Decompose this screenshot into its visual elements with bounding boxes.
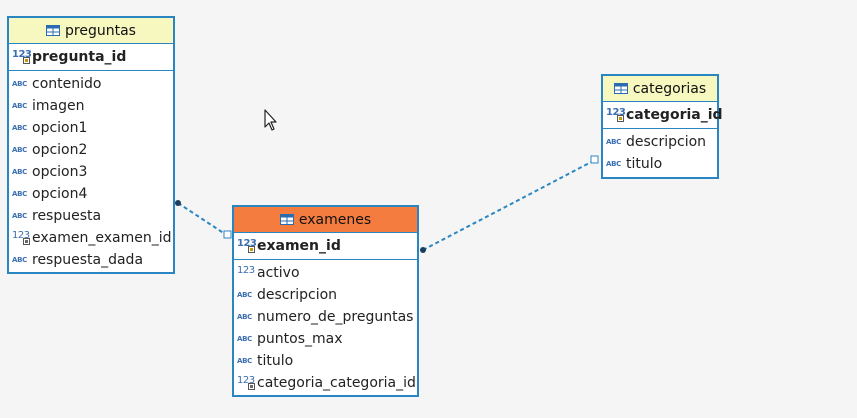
column-name: categoria_categoria_id [257,375,416,391]
table-icon [279,214,294,225]
column-name: examen_examen_id [32,230,172,246]
abc-string-icon: ABC [237,357,252,365]
column-name: descripcion [257,287,338,303]
abc-string-icon: ABC [12,256,27,264]
table-icon [46,25,61,36]
column-name: titulo [626,156,663,172]
column-name: descripcion [626,134,707,150]
column[interactable]: ABC opcion2 [9,139,173,161]
column[interactable]: ABC descripcion [234,284,417,306]
primary-key-column[interactable]: 123 pregunta_id [9,44,173,71]
primary-key-icon: 123 [12,50,32,64]
column[interactable]: ABC titulo [603,153,717,175]
column-name: opcion3 [32,164,88,180]
table-header[interactable]: categorias [603,76,717,102]
column[interactable]: ABC opcion4 [9,183,173,205]
column[interactable]: ABC contenido [9,73,173,95]
abc-string-icon: ABC [237,313,252,321]
abc-string-icon: ABC [12,80,27,88]
column-name: numero_de_preguntas [257,309,414,325]
relation-end-dot-examenes [420,247,426,253]
column-name: puntos_max [257,331,343,347]
mouse-cursor-icon [264,109,277,131]
column-name: opcion4 [32,186,88,202]
relation-end-square-categorias [590,155,599,164]
table-categorias[interactable]: categorias 123 categoria_id ABC descripci… [601,74,723,179]
relation-preguntas-examenes[interactable] [177,202,229,237]
column[interactable]: ABC respuesta_dada [9,249,173,271]
column-name: respuesta_dada [32,252,144,268]
column[interactable]: ABC descripcion [603,131,717,153]
abc-string-icon: ABC [12,124,27,132]
column[interactable]: ABC respuesta [9,205,173,227]
123-number-icon: 123 [237,265,255,276]
abc-string-icon: ABC [237,291,252,299]
column[interactable]: ABC titulo [234,350,417,372]
table-header[interactable]: preguntas [9,18,173,44]
abc-string-icon: ABC [12,168,27,176]
table-name: preguntas [65,22,136,39]
relation-examenes-categorias[interactable] [422,158,598,251]
column-name: opcion2 [32,142,88,158]
table-icon [613,83,628,94]
abc-string-icon: ABC [12,146,27,154]
table-header[interactable]: examenes [234,207,417,233]
column-name: opcion1 [32,120,88,136]
table-name: examenes [298,211,372,228]
column-name: pregunta_id [32,49,127,65]
foreign-key-icon: 123 [237,376,256,390]
column-name: respuesta [32,208,102,224]
primary-key-icon: 123 [237,239,257,253]
table-preguntas[interactable]: preguntas 123 pregunta_id ABC contenido A… [7,16,175,274]
column-name: categoria_id [626,107,723,123]
primary-key-column[interactable]: 123 categoria_id [603,102,723,129]
column-name: imagen [32,98,85,114]
abc-string-icon: ABC [12,102,27,110]
column-name: activo [257,265,300,281]
column-name: titulo [257,353,294,369]
abc-string-icon: ABC [237,335,252,343]
column[interactable]: ABC puntos_max [234,328,417,350]
column[interactable]: ABC imagen [9,95,173,117]
column[interactable]: ABC opcion3 [9,161,173,183]
relation-end-square-examenes [223,230,232,239]
column[interactable]: ABC opcion1 [9,117,173,139]
abc-string-icon: ABC [12,190,27,198]
primary-key-icon: 123 [606,108,626,122]
abc-string-icon: ABC [12,212,27,220]
table-name: categorias [632,80,707,97]
relation-end-dot-preguntas [175,200,181,206]
column[interactable]: ABC numero_de_preguntas [234,306,417,328]
primary-key-column[interactable]: 123 examen_id [234,233,417,260]
column-name: examen_id [257,238,341,254]
abc-string-icon: ABC [606,160,621,168]
foreign-key-icon: 123 [12,231,31,245]
abc-string-icon: ABC [606,138,621,146]
column-name: contenido [32,76,102,92]
